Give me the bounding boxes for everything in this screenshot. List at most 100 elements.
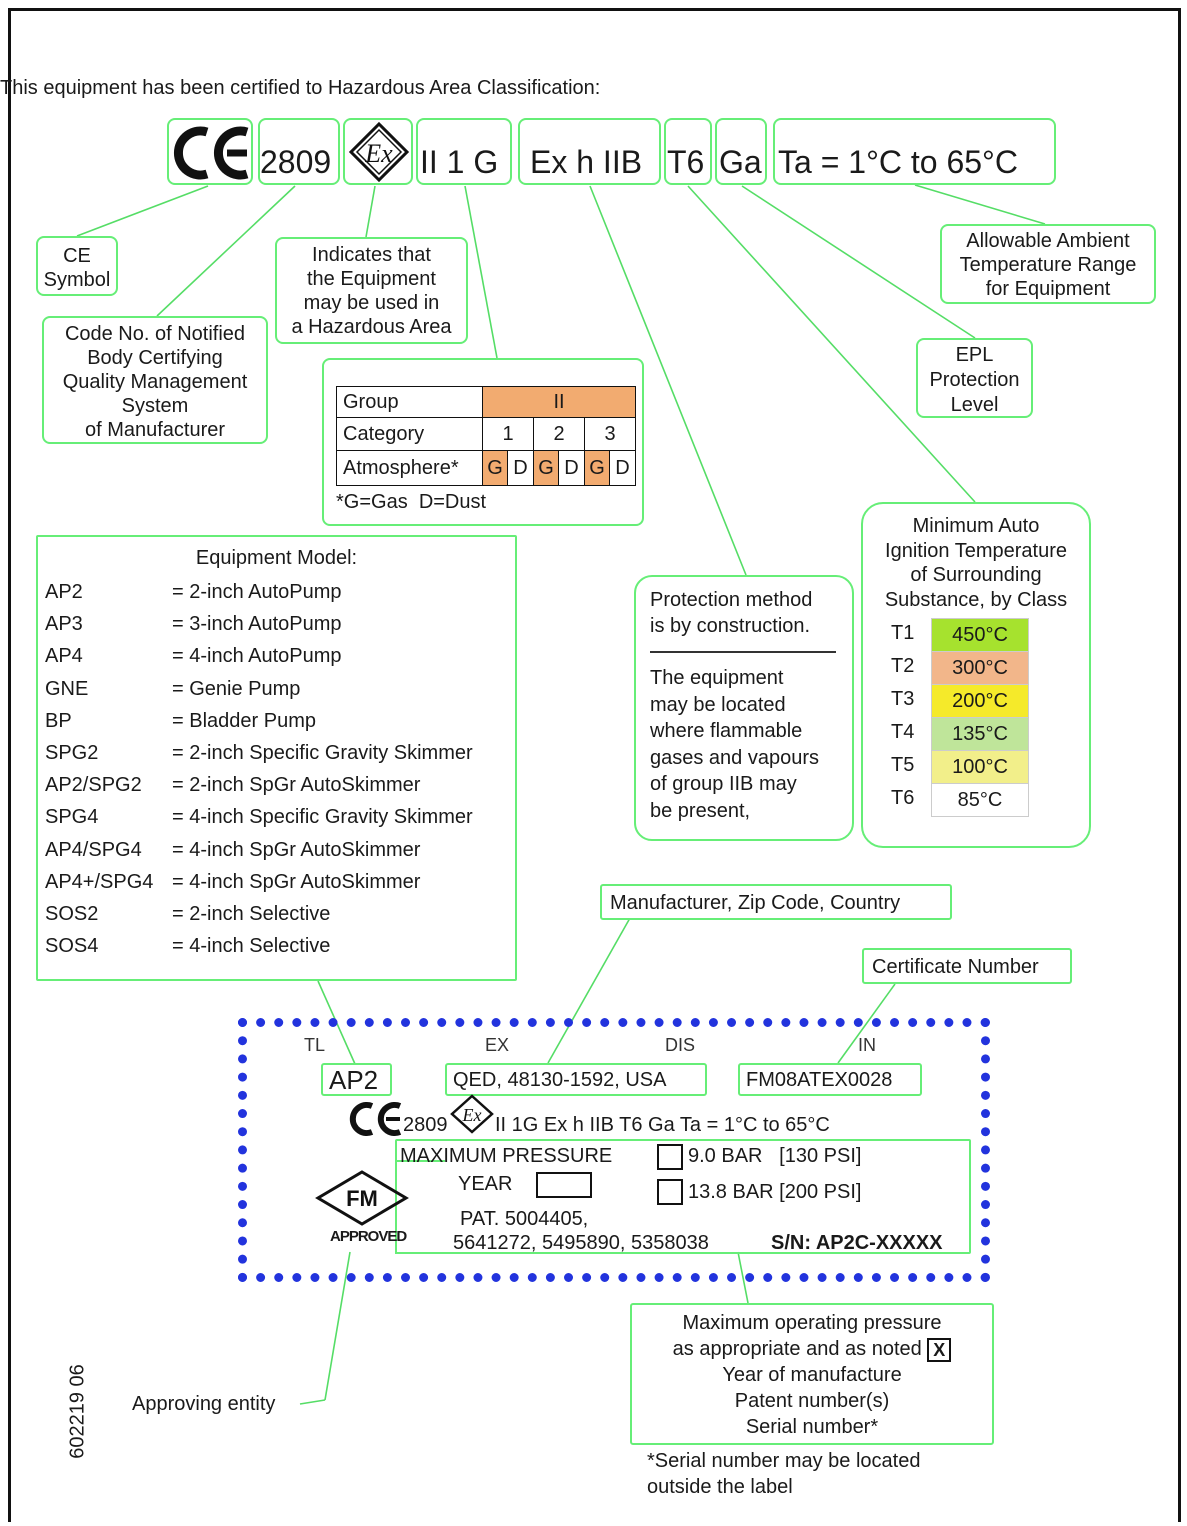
callout-line: Symbol xyxy=(43,269,111,291)
label-outline xyxy=(238,1018,990,1282)
callout-line: Year of manufacture xyxy=(722,1364,902,1386)
equipment-code: SPG4 xyxy=(45,806,99,829)
equipment-code: AP2/SPG2 xyxy=(45,774,142,797)
atmosphere-cell: D xyxy=(558,450,585,486)
atmosphere-cell: D xyxy=(507,450,534,486)
fm-logo-text: FM xyxy=(346,1186,378,1211)
pressure-checkbox-2[interactable] xyxy=(657,1179,683,1205)
label-ex: EX xyxy=(485,1035,510,1055)
ce-box xyxy=(167,118,253,185)
atmosphere-cell: G xyxy=(584,450,610,486)
equipment-description: = 4-inch Selective xyxy=(172,935,331,958)
text-line: where flammable xyxy=(650,720,803,742)
callout-line: Level xyxy=(950,394,999,416)
callout-line: as appropriate and as noted X xyxy=(632,1336,992,1362)
temp-value-cell: 100°C xyxy=(931,750,1029,784)
callout-line: Body Certifying xyxy=(87,347,223,369)
document-number: 602219 06 xyxy=(66,1364,89,1459)
approving-entity-callout: Approving entity xyxy=(132,1393,276,1415)
notified-number: 2809 xyxy=(260,144,332,180)
atmosphere-label: Atmosphere* xyxy=(336,450,483,486)
divider xyxy=(650,651,836,653)
bottom-callout: Maximum operating pressure as appropriat… xyxy=(630,1303,994,1445)
label-in: IN xyxy=(858,1035,876,1055)
equipment-code: AP2 xyxy=(45,581,83,603)
protection-box-top: Ex h IIB xyxy=(518,118,661,185)
text-line: be present, xyxy=(650,799,751,822)
atmosphere-cell: G xyxy=(482,450,508,486)
group-table-box: Group II Category 1 2 3 Atmosphere* G D … xyxy=(322,358,644,526)
temp-class-label: T5 xyxy=(891,754,915,776)
label-max-pressure: MAXIMUM PRESSURE xyxy=(400,1145,613,1167)
fm-approved-logo-icon: FM xyxy=(315,1170,409,1226)
certificate-callout: Certificate Number xyxy=(862,948,1072,984)
group-box: II 1 G xyxy=(416,118,512,185)
atmosphere-cell: G xyxy=(533,450,559,486)
equipment-description: = 4-inch SpGr AutoSkimmer xyxy=(172,870,421,893)
label-info-notch xyxy=(395,1160,445,1254)
text-line: of group IIB may xyxy=(650,773,797,795)
label-certificate: FM08ATEX0028 xyxy=(738,1063,922,1096)
equipment-description: = 3-inch AutoPump xyxy=(172,613,342,636)
temp-value-cell: 135°C xyxy=(931,717,1029,751)
text-line: Minimum Auto xyxy=(912,515,1040,537)
temp-class-label: T4 xyxy=(891,721,915,743)
temp-class-box: T6 xyxy=(664,118,712,185)
year-field[interactable] xyxy=(536,1172,592,1198)
note-line: *Serial number may be located xyxy=(647,1450,921,1472)
label-notified: 2809 xyxy=(403,1114,448,1136)
label-pressure-1: 9.0 BAR [130 PSI] xyxy=(688,1145,862,1167)
equipment-code: AP3 xyxy=(45,613,83,636)
callout-line: the Equipment xyxy=(307,268,436,290)
text-line: is by construction. xyxy=(650,615,811,637)
temp-class-label: T2 xyxy=(891,655,915,677)
text-line: Protection method xyxy=(650,589,813,611)
equipment-code: SOS4 xyxy=(45,935,99,958)
ex-hexagon-icon: Ex xyxy=(348,121,410,183)
callout-line: Maximum operating pressure xyxy=(682,1312,942,1334)
ex-indicates-callout: Indicates that the Equipment may be used… xyxy=(275,237,468,344)
callout-line: Quality Management xyxy=(62,371,248,393)
temp-class-label: T3 xyxy=(891,688,915,710)
temp-value-cell: 200°C xyxy=(931,684,1029,718)
callout-line: EPL xyxy=(955,344,994,366)
pressure-checkbox-1[interactable] xyxy=(657,1144,683,1170)
notified-box: 2809 xyxy=(258,118,340,185)
group-value: II xyxy=(482,386,636,418)
group-category-text: II 1 G xyxy=(420,144,499,180)
equipment-description: = 2-inch AutoPump xyxy=(172,581,342,603)
x-checkbox-icon: X xyxy=(927,1337,952,1362)
callout-line: Temperature Range xyxy=(959,254,1137,276)
text-line: Ignition Temperature xyxy=(885,539,1067,562)
text-line: The equipment xyxy=(650,667,784,689)
text-line: Substance, by Class xyxy=(884,588,1068,611)
callout-line: may be used in xyxy=(303,292,440,314)
equipment-title: Equipment Model: xyxy=(195,547,358,569)
label-patent-1: PAT. 5004405, xyxy=(460,1208,589,1230)
serial-note: *Serial number may be located outside th… xyxy=(647,1448,920,1500)
category-1: 1 xyxy=(482,417,534,451)
label-patent-2: 5641272, 5495890, 5358038 xyxy=(453,1232,709,1254)
equipment-code: AP4 xyxy=(45,645,83,668)
temp-value-cell: 85°C xyxy=(931,783,1029,817)
label-ce-icon xyxy=(349,1102,402,1136)
temp-value-cell: 450°C xyxy=(931,618,1029,652)
category-3: 3 xyxy=(584,417,636,451)
category-label: Category xyxy=(336,417,483,451)
label-year: YEAR xyxy=(458,1173,513,1195)
group-label: Group xyxy=(336,386,483,418)
ambient-range-callout: Allowable Ambient Temperature Range for … xyxy=(940,224,1156,304)
page-frame xyxy=(8,8,1181,1522)
equipment-code: SPG2 xyxy=(45,742,99,764)
text-line: may be located xyxy=(650,693,786,716)
temp-class-label: T1 xyxy=(891,622,915,644)
equipment-description: = Bladder Pump xyxy=(172,709,316,732)
ex-box: Ex xyxy=(343,118,413,185)
temp-class-label: T6 xyxy=(891,787,915,809)
fm-approved-text: APPROVED xyxy=(330,1228,407,1245)
protection-method-box: Protection method is by construction. Th… xyxy=(634,575,854,841)
manufacturer-callout: Manufacturer, Zip Code, Country xyxy=(600,884,952,920)
equipment-code: AP4+/SPG4 xyxy=(45,870,154,893)
equipment-description: = 2-inch Selective xyxy=(172,903,331,925)
label-pressure-2: 13.8 BAR [200 PSI] xyxy=(688,1181,862,1203)
